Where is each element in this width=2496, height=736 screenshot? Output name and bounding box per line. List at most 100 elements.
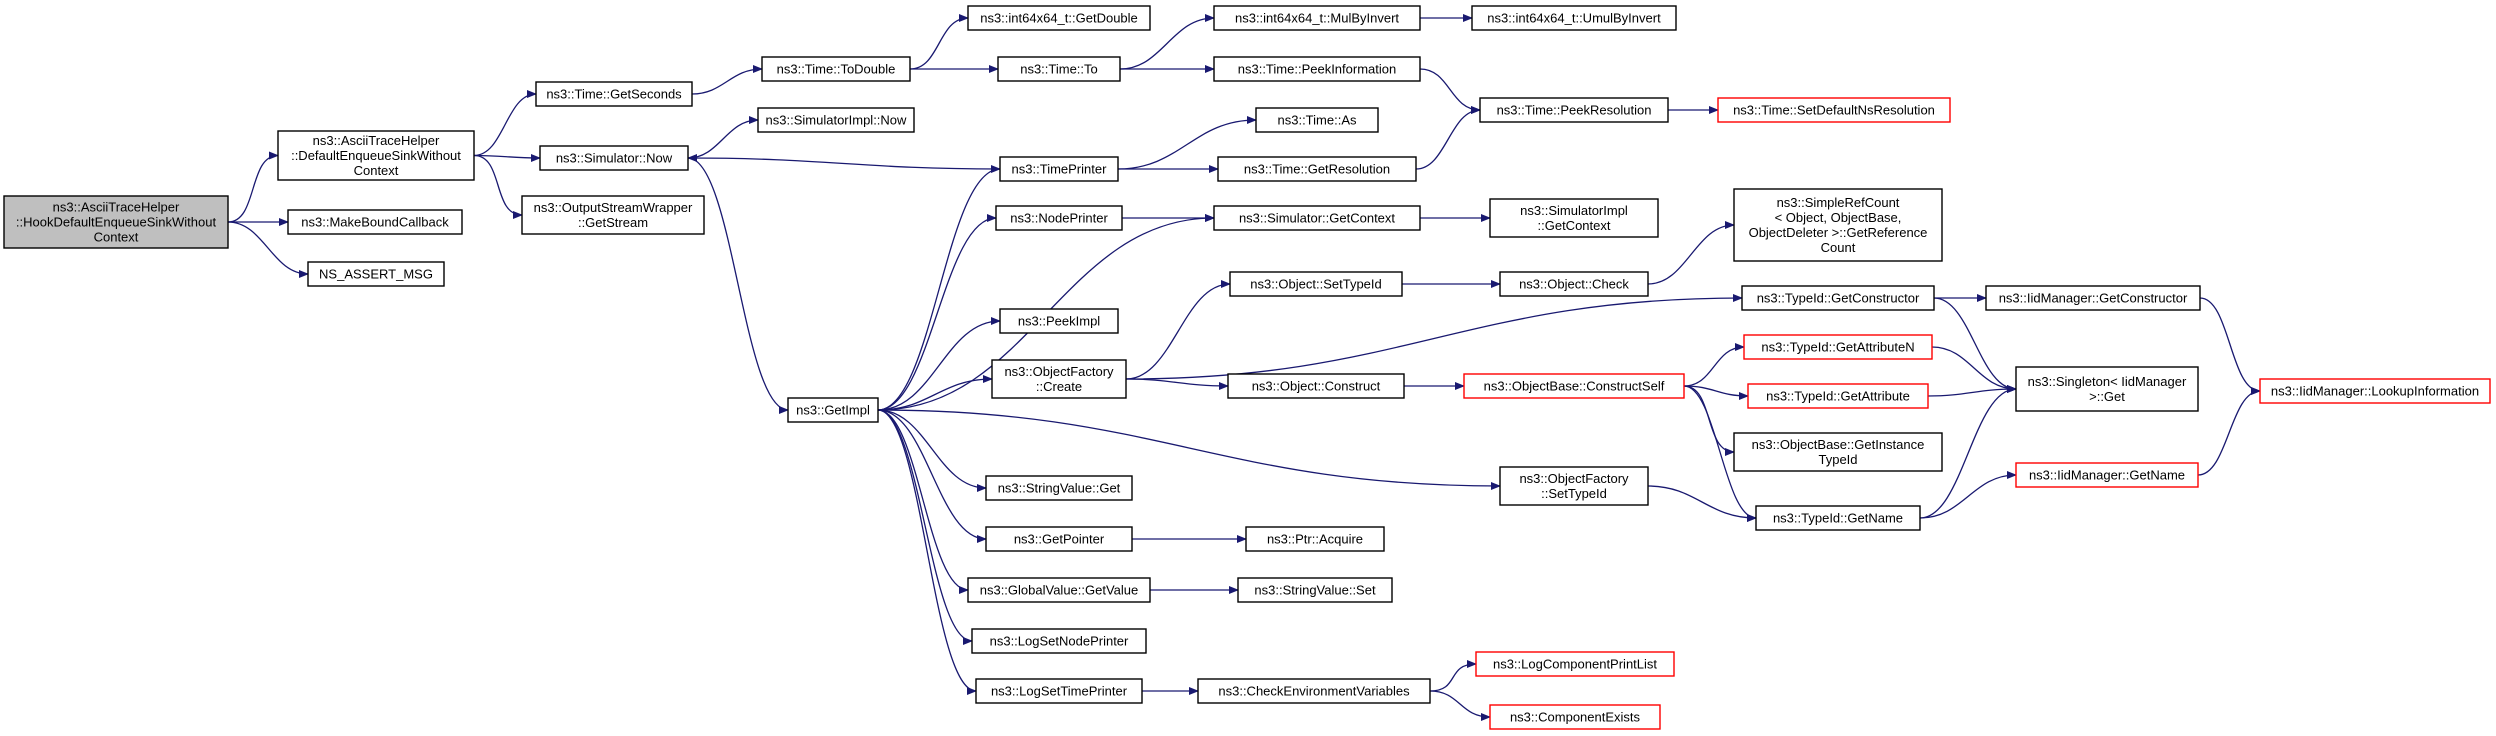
node-label-line: ns3::Time::As	[1278, 113, 1357, 128]
node-box	[2259, 378, 2491, 404]
node-logcomplist[interactable]: ns3::LogComponentPrintList	[1475, 651, 1675, 677]
node-label-line: ::SetTypeId	[1541, 486, 1607, 501]
node-box	[1747, 383, 1929, 409]
node-label-line: ns3::MakeBoundCallback	[301, 215, 449, 230]
node-box	[1985, 285, 2201, 311]
edge-ofcreate-to-tidgetctor	[1125, 294, 1743, 380]
node-settypeid[interactable]: ns3::Object::SetTypeId	[1229, 271, 1403, 297]
node-label-line: ns3::LogSetNodePrinter	[990, 634, 1129, 649]
node-box	[1499, 271, 1649, 297]
node-iidgetname[interactable]: ns3::IidManager::GetName	[2015, 462, 2199, 488]
node-box	[967, 577, 1151, 603]
node-label-line: ns3::CheckEnvironmentVariables	[1218, 684, 1410, 699]
edge-getimpl-to-ofsettypeid	[877, 409, 1501, 490]
node-lognode[interactable]: ns3::LogSetNodePrinter	[971, 628, 1147, 654]
node-ofcreate[interactable]: ns3::ObjectFactory::Create	[991, 359, 1127, 399]
edge-getres-to-peekres	[1415, 106, 1481, 170]
node-root[interactable]: ns3::AsciiTraceHelper::HookDefaultEnqueu…	[3, 195, 229, 249]
node-svget[interactable]: ns3::StringValue::Get	[985, 475, 1133, 501]
edge-peekinfo-to-peekres	[1419, 68, 1481, 114]
node-box	[277, 130, 475, 181]
node-label-line: ns3::ObjectFactory	[1004, 364, 1114, 379]
edge-getimpl-to-gvgetvalue	[877, 409, 969, 594]
node-mbc[interactable]: ns3::MakeBoundCallback	[287, 209, 463, 235]
edge-simnow-to-implnow	[687, 116, 759, 159]
node-getres[interactable]: ns3::Time::GetResolution	[1217, 156, 1417, 182]
node-timeprinter[interactable]: ns3::TimePrinter	[999, 156, 1119, 182]
node-box	[1489, 704, 1661, 730]
node-simgetctx[interactable]: ns3::Simulator::GetContext	[1213, 205, 1421, 231]
node-iidlookup[interactable]: ns3::IidManager::LookupInformation	[2259, 378, 2491, 404]
node-peekinfo[interactable]: ns3::Time::PeekInformation	[1213, 56, 1421, 82]
node-timeas[interactable]: ns3::Time::As	[1255, 107, 1379, 133]
node-logtime[interactable]: ns3::LogSetTimePrinter	[975, 678, 1143, 704]
node-implgetctx[interactable]: ns3::SimulatorImpl::GetContext	[1489, 198, 1659, 238]
node-label-line: ns3::ComponentExists	[1510, 710, 1641, 725]
node-iidgetctor[interactable]: ns3::IidManager::GetConstructor	[1985, 285, 2201, 311]
node-label-line: ns3::ObjectFactory	[1519, 471, 1629, 486]
node-label-line: ns3::ObjectBase::GetInstance	[1752, 437, 1925, 452]
node-label-line: ns3::SimulatorImpl	[1520, 203, 1628, 218]
node-label-line: ns3::LogSetTimePrinter	[991, 684, 1128, 699]
edge-getimpl-to-nodeprinter	[877, 214, 997, 411]
node-mulbyinv[interactable]: ns3::int64x64_t::MulByInvert	[1213, 5, 1421, 31]
node-objconstruct[interactable]: ns3::Object::Construct	[1227, 373, 1405, 399]
node-label-line: ns3::Object::SetTypeId	[1250, 277, 1382, 292]
node-setdefres[interactable]: ns3::Time::SetDefaultNsResolution	[1717, 97, 1951, 123]
node-tidgetname[interactable]: ns3::TypeId::GetName	[1755, 505, 1921, 531]
node-nodeprinter[interactable]: ns3::NodePrinter	[995, 205, 1123, 231]
node-label-line: ::HookDefaultEnqueueSinkWithout	[16, 215, 217, 230]
node-box	[999, 308, 1119, 334]
node-umulbyinv[interactable]: ns3::int64x64_t::UmulByInvert	[1471, 5, 1677, 31]
node-obconstructself[interactable]: ns3::ObjectBase::ConstructSelf	[1463, 373, 1685, 399]
node-objcheck[interactable]: ns3::Object::Check	[1499, 271, 1649, 297]
node-ptracquire[interactable]: ns3::Ptr::Acquire	[1245, 526, 1385, 552]
node-getseconds[interactable]: ns3::Time::GetSeconds	[535, 81, 693, 107]
edge-getimpl-to-lognode	[877, 409, 973, 645]
node-label-line: ns3::int64x64_t::GetDouble	[980, 11, 1138, 26]
node-tidgetctor[interactable]: ns3::TypeId::GetConstructor	[1741, 285, 1935, 311]
edges-layer	[227, 14, 2261, 721]
node-box	[995, 205, 1123, 231]
node-box	[1245, 526, 1385, 552]
node-singleton[interactable]: ns3::Singleton< IidManager>::Get	[2015, 366, 2199, 412]
node-assert[interactable]: NS_ASSERT_MSG	[307, 261, 445, 287]
node-box	[1213, 56, 1421, 82]
node-timeto[interactable]: ns3::Time::To	[997, 56, 1121, 82]
node-peekres[interactable]: ns3::Time::PeekResolution	[1479, 97, 1669, 123]
node-defenq[interactable]: ns3::AsciiTraceHelper::DefaultEnqueueSin…	[277, 130, 475, 181]
node-box	[1229, 271, 1403, 297]
node-implnow[interactable]: ns3::SimulatorImpl::Now	[757, 107, 915, 133]
node-box	[985, 475, 1133, 501]
node-box	[985, 526, 1133, 552]
node-label-line: ns3::StringValue::Set	[1254, 583, 1376, 598]
node-label-line: ns3::GlobalValue::GetValue	[980, 583, 1139, 598]
node-getimpl[interactable]: ns3::GetImpl	[787, 397, 879, 423]
edge-root-to-assert	[227, 221, 309, 278]
node-getdouble[interactable]: ns3::int64x64_t::GetDouble	[967, 5, 1151, 31]
node-simpleref[interactable]: ns3::SimpleRefCount< Object, ObjectBase,…	[1733, 188, 1943, 262]
node-label-line: ns3::SimpleRefCount	[1777, 195, 1900, 210]
node-checkenv[interactable]: ns3::CheckEnvironmentVariables	[1197, 678, 1431, 704]
edge-obconstructself-to-tidgetattrn	[1683, 343, 1745, 387]
node-peekimpl[interactable]: ns3::PeekImpl	[999, 308, 1119, 334]
edge-obconstructself-to-tidgetattr	[1683, 385, 1749, 400]
node-compexists[interactable]: ns3::ComponentExists	[1489, 704, 1661, 730]
node-box	[1499, 466, 1649, 506]
edge-obconstructself-to-tidgetname	[1683, 385, 1757, 522]
node-tidgetattrn[interactable]: ns3::TypeId::GetAttributeN	[1743, 334, 1933, 360]
edge-getimpl-to-timeprinter	[877, 165, 1001, 411]
node-label-line: ns3::IidManager::GetConstructor	[1999, 291, 2188, 306]
node-simnow[interactable]: ns3::Simulator::Now	[539, 145, 689, 171]
node-osw[interactable]: ns3::OutputStreamWrapper::GetStream	[521, 195, 705, 235]
node-gvgetvalue[interactable]: ns3::GlobalValue::GetValue	[967, 577, 1151, 603]
node-label-line: ns3::SimulatorImpl::Now	[766, 113, 907, 128]
node-getpointer[interactable]: ns3::GetPointer	[985, 526, 1133, 552]
node-tidgetattr[interactable]: ns3::TypeId::GetAttribute	[1747, 383, 1929, 409]
node-ofsettypeid[interactable]: ns3::ObjectFactory::SetTypeId	[1499, 466, 1649, 506]
node-svset[interactable]: ns3::StringValue::Set	[1237, 577, 1393, 603]
node-box	[1213, 5, 1421, 31]
node-todouble[interactable]: ns3::Time::ToDouble	[761, 56, 911, 82]
node-label-line: ns3::NodePrinter	[1010, 211, 1108, 226]
